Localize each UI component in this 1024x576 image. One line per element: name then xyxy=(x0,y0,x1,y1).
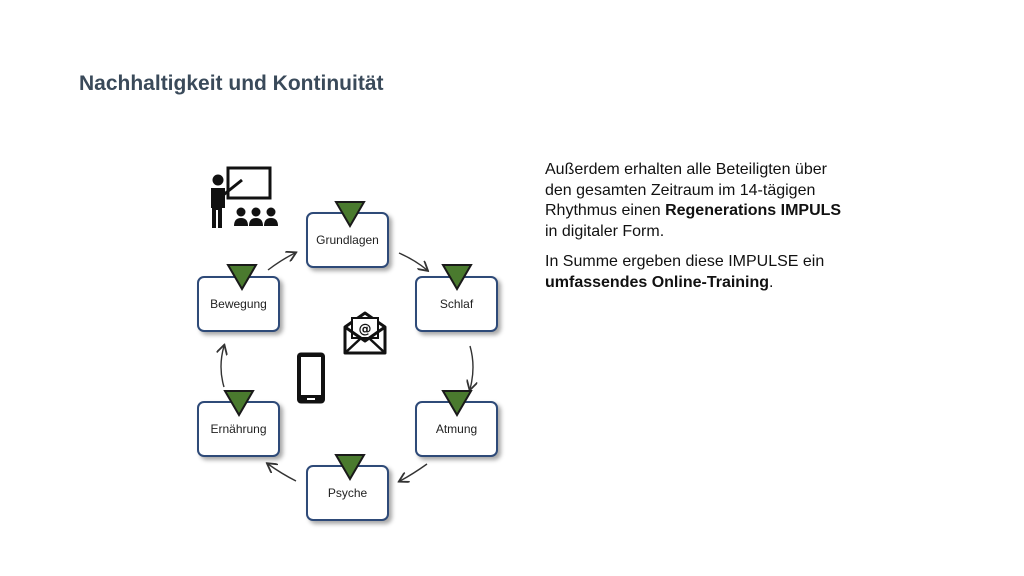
marker-bewegung xyxy=(226,264,258,291)
text-segment: Außerdem erhalten alle Beteiligten über … xyxy=(545,161,827,219)
text-bold: Regenerations IMPULS xyxy=(665,202,842,219)
text-segment: . xyxy=(769,273,774,291)
marker-atmung xyxy=(441,390,473,417)
arrow-psyche-ernaehrung xyxy=(268,464,297,482)
arrow-atmung-psyche xyxy=(400,463,428,481)
node-label: Ernährung xyxy=(210,422,267,436)
arrow-schlaf-atmung xyxy=(470,345,473,389)
arrow-grundlagen-schlaf xyxy=(398,252,427,270)
paragraph-impuls: Außerdem erhalten alle Beteiligten über … xyxy=(545,160,845,242)
slide-title: Nachhaltigkeit und Kontinuität xyxy=(79,72,384,95)
text-segment: In Summe ergeben diese IMPULSE ein xyxy=(545,253,825,270)
node-label: Grundlagen xyxy=(316,233,379,247)
text-segment: in digitaler Form. xyxy=(545,222,665,240)
marker-schlaf xyxy=(441,264,473,291)
node-label: Psyche xyxy=(327,486,368,500)
email-envelope-icon: @ xyxy=(343,311,387,355)
node-label: Bewegung xyxy=(210,297,267,311)
marker-grundlagen xyxy=(334,201,366,228)
marker-ernaehrung xyxy=(223,390,255,417)
smartphone-icon xyxy=(297,352,325,404)
arrow-bewegung-grundlagen xyxy=(267,253,295,271)
teacher-presentation-icon xyxy=(211,166,278,228)
node-label: Schlaf xyxy=(439,297,474,311)
description-text: Außerdem erhalten alle Beteiligten über … xyxy=(545,160,845,303)
marker-psyche xyxy=(334,454,366,481)
node-label: Atmung xyxy=(435,422,478,436)
paragraph-summary: In Summe ergeben diese IMPULSE ein umfas… xyxy=(545,252,845,293)
svg-text:@: @ xyxy=(359,322,372,337)
text-bold: umfassendes Online-Training xyxy=(545,273,770,291)
arrow-ernaehrung-bewegung xyxy=(221,346,224,388)
